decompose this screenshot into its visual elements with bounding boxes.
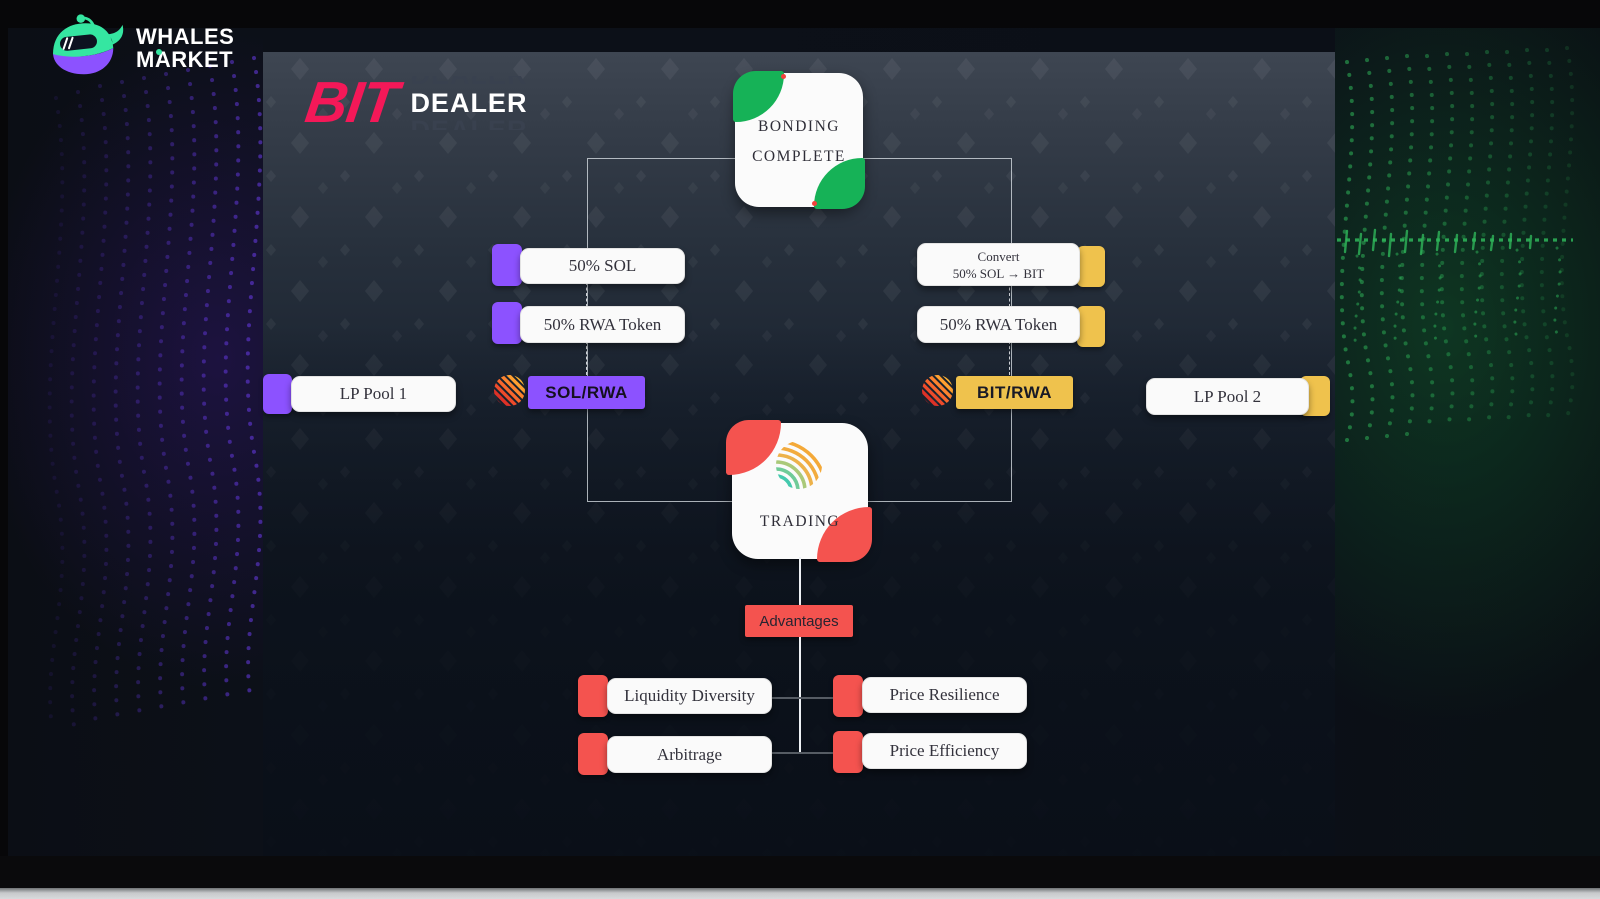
brand-name: WHALES MARKET: [136, 25, 234, 71]
pair-label: BIT/RWA: [977, 382, 1052, 402]
bonding-complete-node: BONDING COMPLETE: [733, 71, 865, 209]
pair-label: SOL/RWA: [545, 382, 628, 402]
step-label: 50% SOL → BIT: [952, 265, 1045, 281]
trading-node: TRADING: [726, 420, 872, 562]
advantage-label: Arbitrage: [656, 744, 723, 764]
stripes-icon: [493, 374, 526, 407]
corner-accent: [726, 420, 781, 475]
advantages-badge: Advantages: [745, 605, 853, 637]
globe-icon: [776, 441, 822, 489]
advantage-box: Arbitrage: [607, 736, 772, 773]
advantage-label: Price Resilience: [889, 685, 1000, 704]
connector-line: [799, 637, 801, 753]
brand-line-2: MARKET: [136, 47, 234, 72]
whale-icon: [53, 14, 124, 75]
lp-pool-1-box: LP Pool 1: [291, 376, 456, 412]
diagram-panel: BONDING COMPLETE 50% SOL 50% RWA Token C…: [263, 52, 1335, 856]
accent-dot: [781, 74, 786, 79]
advantage-box: Liquidity Diversity: [607, 678, 772, 714]
bit-dealer-wordmark: BIT DEALER DEALER DEALER: [302, 70, 527, 135]
tab-accent: [578, 733, 608, 775]
bit-text: BIT: [301, 70, 402, 135]
tab-accent: [263, 374, 292, 414]
brand-accent-dot: [156, 49, 162, 55]
advantages-label: Advantages: [759, 612, 839, 630]
accent-dot: [812, 201, 817, 206]
step-box-convert: Convert 50% SOL → BIT: [917, 243, 1080, 286]
connector-line: [770, 697, 833, 699]
tab-accent: [833, 731, 863, 773]
bottom-black-band: [0, 856, 1600, 888]
lp-pool-2-box: LP Pool 2: [1146, 378, 1309, 415]
dashed-connector: [586, 341, 587, 375]
bit-rwa-pair-box: BIT/RWA: [956, 376, 1073, 409]
dashed-connector: [586, 282, 587, 307]
dealer-ghost-bottom: DEALER: [410, 117, 527, 130]
node-title: TRADING: [759, 513, 841, 530]
green-dotted-waves: [1335, 28, 1600, 728]
step-label: 50% RWA Token: [543, 314, 662, 334]
connector-line: [770, 752, 833, 754]
dealer-stack: DEALER DEALER DEALER: [410, 76, 527, 130]
dealer-ghost-top: DEALER: [410, 76, 527, 90]
tab-accent: [1077, 306, 1105, 347]
tab-accent: [833, 675, 863, 717]
advantage-label: Liquidity Diversity: [624, 686, 755, 705]
pool-label: LP Pool 1: [339, 384, 408, 403]
pool-label: LP Pool 2: [1193, 386, 1262, 406]
step-box-50-rwa-right: 50% RWA Token: [917, 306, 1080, 343]
step-label: Convert: [977, 248, 1020, 264]
step-box-50-rwa-left: 50% RWA Token: [520, 306, 685, 343]
node-title: BONDING COMPLETE: [752, 118, 846, 165]
connector-line: [799, 557, 801, 605]
dashed-connector: [1009, 341, 1010, 375]
whales-market-logo: WHALES MARKET: [48, 14, 234, 82]
purple-dotted-waves: [8, 28, 263, 730]
dashed-connector: [1009, 282, 1010, 307]
tab-accent: [1077, 246, 1105, 287]
tab-accent: [492, 302, 522, 344]
advantage-box: Price Efficiency: [862, 733, 1027, 769]
bottom-edge-strip: [0, 888, 1600, 899]
tab-accent: [578, 675, 608, 717]
advantage-box: Price Resilience: [862, 677, 1027, 713]
step-label: 50% SOL: [568, 256, 637, 275]
tab-accent: [492, 244, 522, 286]
dealer-text: DEALER: [410, 88, 528, 118]
brand-line-1: WHALES: [136, 24, 235, 49]
step-label: 50% RWA Token: [939, 314, 1058, 334]
step-box-50-sol: 50% SOL: [520, 248, 685, 284]
stripes-icon: [921, 374, 954, 407]
sol-rwa-pair-box: SOL/RWA: [528, 376, 645, 409]
advantage-label: Price Efficiency: [889, 741, 1000, 760]
